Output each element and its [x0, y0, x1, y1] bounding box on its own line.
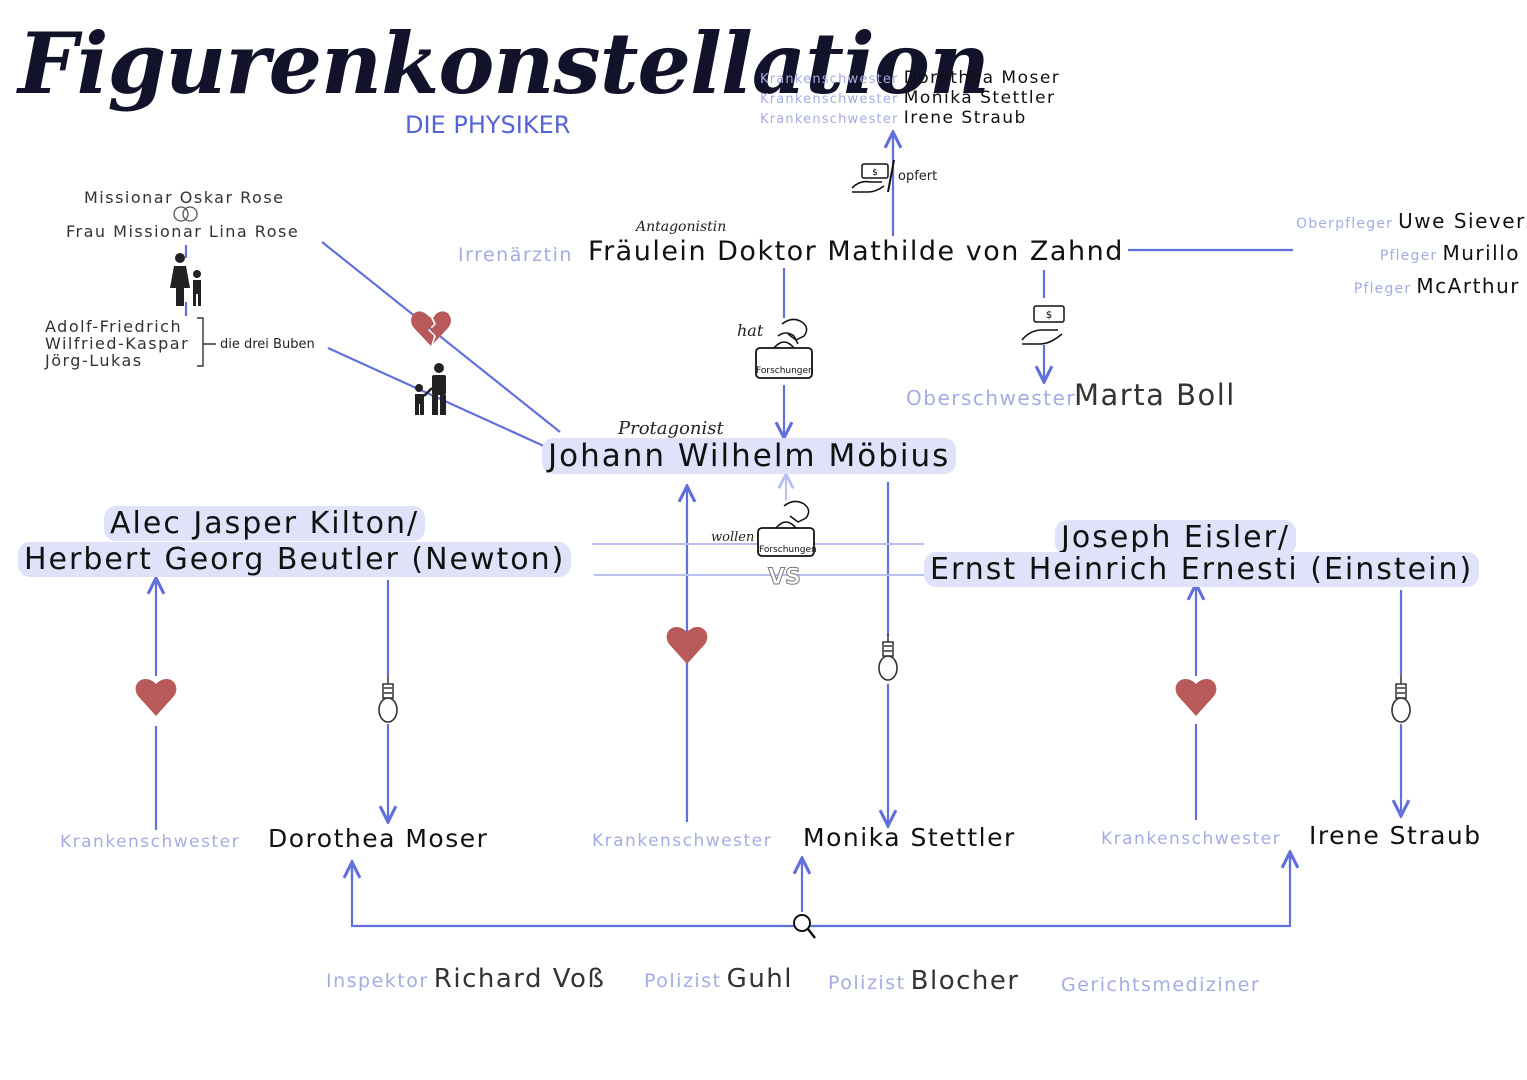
staff-role: Oberpfleger	[1296, 216, 1394, 232]
top-nurses-list: Krankenschwester Dorothea Moser Krankens…	[760, 68, 1060, 128]
staff-name: Murillo	[1442, 241, 1520, 265]
nurse-role: Krankenschwester	[760, 92, 899, 107]
staff-list: Oberpfleger Uwe Sievers Pfleger Murillo …	[1296, 209, 1527, 306]
son-name: Adolf-Friedrich	[45, 317, 183, 336]
nurse-name: Monika Stettler	[903, 88, 1056, 108]
son-name: Wilfried-Kaspar	[45, 334, 190, 353]
antagonist-name: Fräulein Doktor Mathilde von Zahnd	[588, 236, 1124, 267]
newton-name-line2: Herbert Georg Beutler (Newton)	[18, 542, 572, 577]
research-bag-icon	[755, 318, 813, 379]
hand-grab-icon	[777, 332, 799, 345]
rings-icon	[173, 206, 198, 222]
newton-name-line1: Alec Jasper Kilton/	[104, 506, 426, 541]
police-entry: Polizist Blocher	[828, 966, 1020, 996]
money-hand-icon: $	[1021, 305, 1065, 345]
staff-role: Pfleger	[1353, 281, 1412, 297]
bottom-nurse-name: Dorothea Moser	[268, 824, 489, 853]
wollen-label: wollen	[711, 530, 755, 545]
hat-label: hat	[737, 321, 764, 340]
einstein-name-line2: Ernst Heinrich Ernesti (Einstein)	[924, 552, 1480, 587]
opfert-label: opfert	[898, 169, 938, 184]
missionar-name: Missionar Oskar Rose	[84, 188, 285, 207]
forschungen-label-2: Forschungen	[759, 545, 817, 555]
line-missionar-to-moebius	[321, 241, 561, 433]
line-police-bracket	[350, 854, 1292, 928]
noose-icon	[878, 634, 898, 681]
police-role: Gerichtsmediziner	[1061, 974, 1261, 996]
family-icon	[170, 253, 201, 306]
antagonist-note: Antagonistin	[636, 219, 727, 235]
nurse-name: Dorothea Moser	[903, 68, 1061, 88]
staff-name: Uwe Sievers	[1398, 209, 1527, 233]
police-name: Richard Voß	[433, 964, 606, 994]
antagonist-role: Irrenärztin	[458, 244, 573, 266]
father-child-icon	[415, 363, 446, 415]
noose-icon	[378, 676, 398, 723]
protagonist-name: Johann Wilhelm Möbius	[542, 438, 957, 474]
heart-icon	[135, 679, 177, 716]
magnifier-icon	[793, 914, 816, 939]
money-hand-icon: $	[851, 159, 895, 193]
head-nurse-name: Marta Boll	[1074, 378, 1236, 412]
nurse-role: Krankenschwester	[760, 72, 899, 87]
broken-heart-icon	[411, 311, 451, 346]
page-title: Figurenkonstellation	[18, 14, 990, 113]
research-bag-icon	[757, 500, 815, 557]
page-subtitle: DIE PHYSIKER	[405, 111, 571, 139]
noose-icon	[1391, 676, 1411, 723]
frau-missionar-name: Frau Missionar Lina Rose	[66, 222, 300, 241]
son-name: Jörg-Lukas	[45, 351, 143, 370]
police-role: Inspektor	[326, 970, 429, 992]
svg-text:$: $	[1046, 310, 1052, 321]
bottom-nurse-role: Krankenschwester	[60, 832, 241, 852]
police-role: Polizist	[828, 972, 906, 994]
svg-text:$: $	[872, 168, 878, 178]
bottom-nurse-role: Krankenschwester	[592, 831, 773, 851]
sons-label: die drei Buben	[220, 337, 315, 352]
police-name: Guhl	[726, 964, 793, 994]
police-name: Blocher	[910, 966, 1020, 996]
bottom-nurse-role: Krankenschwester	[1101, 829, 1282, 849]
heart-icon	[666, 627, 708, 664]
protagonist-note: Protagonist	[618, 418, 724, 439]
police-entry: Polizist Guhl	[644, 964, 793, 994]
police-list: Inspektor Richard Voß	[326, 964, 605, 994]
nurse-role: Krankenschwester	[760, 112, 899, 127]
bottom-nurse-name: Monika Stettler	[803, 823, 1016, 852]
nurse-name: Irene Straub	[903, 108, 1027, 128]
heart-icon	[1175, 679, 1217, 716]
einstein-name-line1: Joseph Eisler/	[1055, 520, 1297, 555]
sons-list: Adolf-Friedrich Wilfried-Kaspar Jörg-Luk…	[45, 318, 189, 369]
bottom-nurse-name: Irene Straub	[1309, 821, 1482, 850]
staff-role: Pfleger	[1379, 248, 1438, 264]
police-role: Polizist	[644, 970, 722, 992]
head-nurse-role: Oberschwester	[906, 386, 1077, 410]
police-entry: Gerichtsmediziner	[1061, 974, 1260, 996]
staff-name: McArthur	[1416, 274, 1520, 298]
vs-label: VS	[768, 565, 802, 591]
forschungen-label-1: Forschungen	[756, 366, 814, 376]
